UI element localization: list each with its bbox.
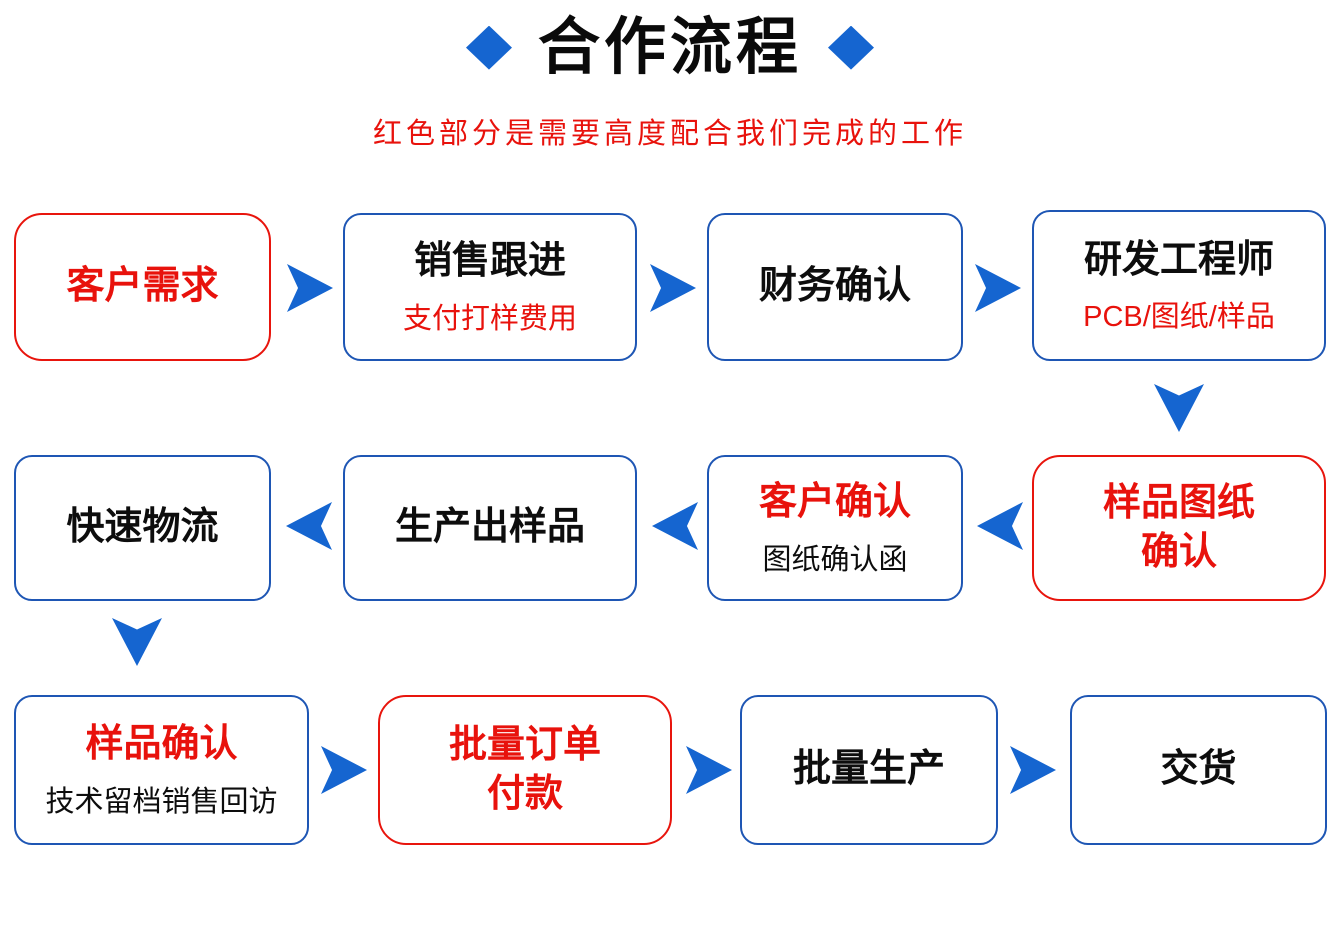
flow-box-bulk-order-payment: 批量订单 付款 [378, 695, 672, 845]
box-title: 研发工程师 [1083, 238, 1274, 281]
box-title: 批量订单 付款 [448, 723, 601, 815]
chevron-left-arrow-icon [652, 502, 698, 550]
box-title: 交货 [1160, 748, 1237, 791]
box-title: 客户确认 [758, 481, 911, 524]
box-title: 样品确认 [85, 723, 238, 766]
box-subtitle: 图纸确认函 [762, 543, 908, 576]
flow-box-fast-logistics: 快速物流 [14, 455, 271, 601]
page-title-row: 合作流程 [0, 12, 1340, 83]
box-title: 生产出样品 [394, 506, 585, 549]
page-subtitle: 红色部分是需要高度配合我们完成的工作 [372, 118, 967, 150]
box-title: 样品图纸 确认 [1102, 481, 1255, 573]
diamond-icon [828, 25, 874, 70]
chevron-right-arrow-icon [650, 264, 696, 312]
chevron-right-arrow-icon [975, 264, 1021, 312]
flow-box-produce-sample: 生产出样品 [343, 455, 637, 601]
page-title: 合作流程 [537, 13, 802, 82]
box-title: 批量生产 [792, 748, 945, 791]
chevron-left-arrow-icon [286, 502, 332, 550]
flow-box-delivery: 交货 [1070, 695, 1327, 845]
chevron-down-arrow-icon [1154, 384, 1204, 432]
box-title: 财务确认 [758, 265, 911, 308]
chevron-right-arrow-icon [1010, 746, 1056, 794]
flow-box-mass-production: 批量生产 [740, 695, 998, 845]
diamond-icon [465, 25, 512, 70]
chevron-right-arrow-icon [686, 746, 732, 794]
flow-box-sales-follow-up: 销售跟进 支付打样费用 [343, 213, 637, 361]
box-subtitle: PCB/图纸/样品 [1083, 301, 1275, 334]
box-subtitle: 支付打样费用 [402, 302, 577, 335]
box-title: 快速物流 [66, 506, 219, 549]
flow-box-customer-confirm: 客户确认 图纸确认函 [707, 455, 963, 601]
box-title: 客户需求 [66, 265, 219, 308]
flow-box-rd-engineer: 研发工程师 PCB/图纸/样品 [1032, 210, 1326, 361]
box-subtitle: 技术留档销售回访 [45, 785, 278, 818]
chevron-left-arrow-icon [977, 502, 1023, 550]
flow-box-finance-confirm: 财务确认 [707, 213, 963, 361]
chevron-right-arrow-icon [321, 746, 367, 794]
box-title: 销售跟进 [413, 240, 566, 283]
flow-box-sample-confirm: 样品确认 技术留档销售回访 [14, 695, 309, 845]
flow-box-customer-needs: 客户需求 [14, 213, 271, 361]
chevron-down-arrow-icon [112, 618, 162, 666]
chevron-right-arrow-icon [287, 264, 333, 312]
flow-box-sample-drawing-confirm: 样品图纸 确认 [1032, 455, 1326, 601]
